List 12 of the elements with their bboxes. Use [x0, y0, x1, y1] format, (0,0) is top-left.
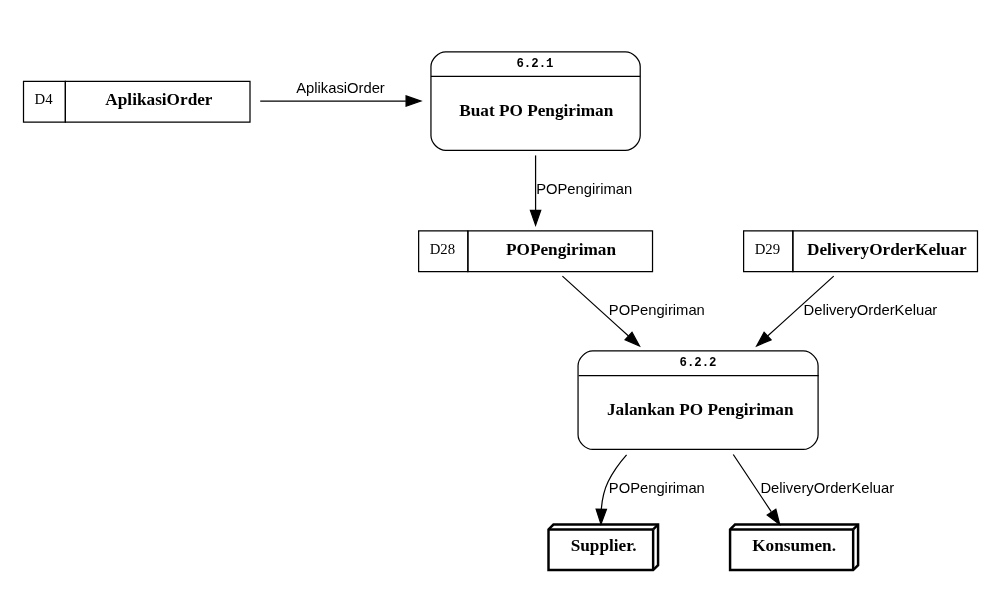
- edge-label: POPengiriman: [608, 301, 705, 318]
- arrow: [732, 453, 781, 526]
- arrow: [529, 154, 542, 227]
- edge-label: POPengiriman: [536, 180, 633, 197]
- arrow: [561, 275, 641, 347]
- edge-label: DeliveryOrderKeluar: [803, 301, 938, 318]
- edge-label: POPengiriman: [608, 479, 705, 496]
- edge-label: AplikasiOrder: [296, 79, 385, 96]
- arrow: [259, 94, 423, 107]
- edge-label: DeliveryOrderKeluar: [760, 479, 895, 496]
- arrow: [755, 275, 835, 347]
- arrow: [595, 453, 628, 526]
